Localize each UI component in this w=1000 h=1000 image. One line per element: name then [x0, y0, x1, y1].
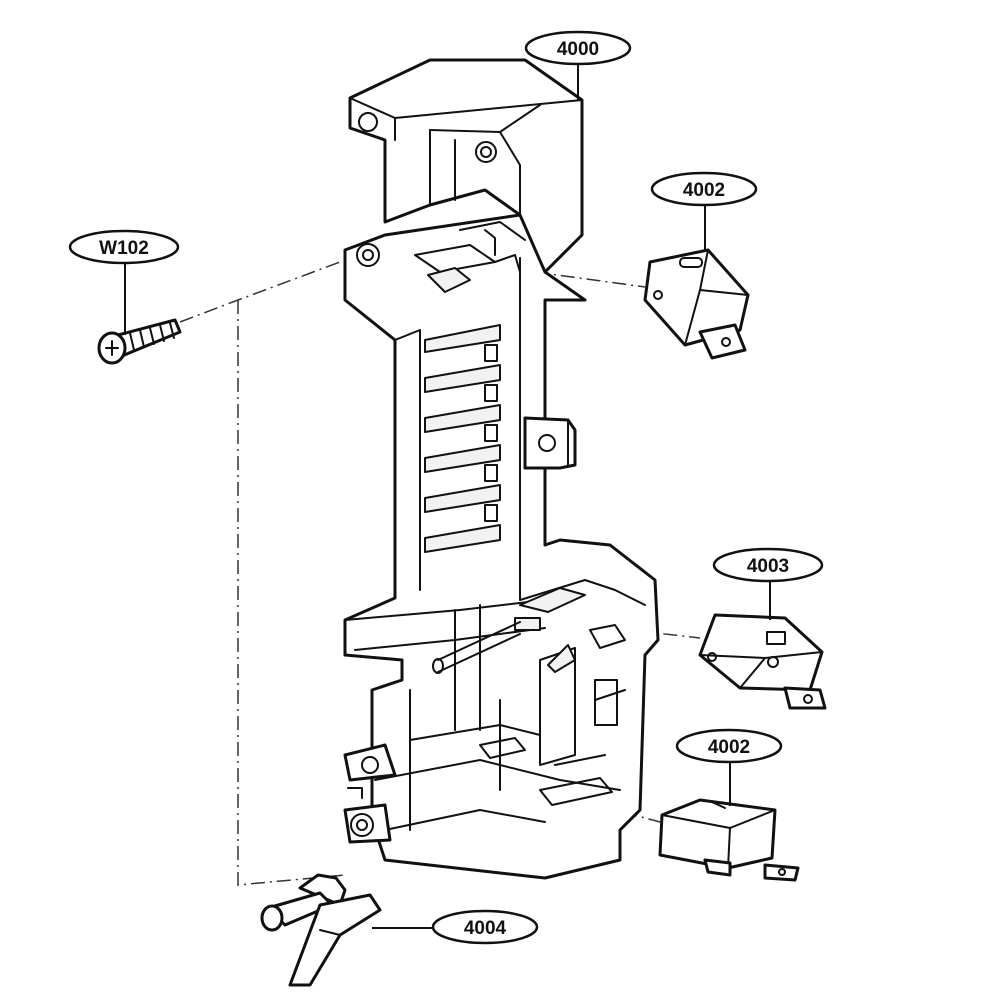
callout-text-4002-top: 4002 — [683, 180, 725, 201]
callout-label-4002-top: 4002 — [650, 171, 758, 207]
callout-label-4000: 4000 — [524, 30, 632, 66]
lever-4004 — [260, 873, 382, 987]
callout-label-4004: 4004 — [431, 909, 539, 945]
screw-w102 — [97, 318, 182, 365]
callout-label-w102: W102 — [68, 229, 180, 265]
callout-text-4002-bottom: 4002 — [708, 737, 750, 758]
callout-label-4002-bottom: 4002 — [675, 728, 783, 764]
callout-label-4003: 4003 — [712, 547, 824, 583]
callout-text-w102: W102 — [99, 238, 149, 259]
door-latch-frame-4000 — [343, 58, 660, 880]
callout-text-4004: 4004 — [464, 918, 507, 939]
callout-text-4003: 4003 — [747, 556, 789, 577]
micro-switch-middle-4003 — [698, 613, 827, 710]
callout-leaders — [124, 62, 771, 929]
micro-switch-bottom-4002 — [658, 798, 800, 882]
callout-text-4000: 4000 — [557, 39, 599, 60]
micro-switch-top-4002 — [643, 248, 750, 360]
